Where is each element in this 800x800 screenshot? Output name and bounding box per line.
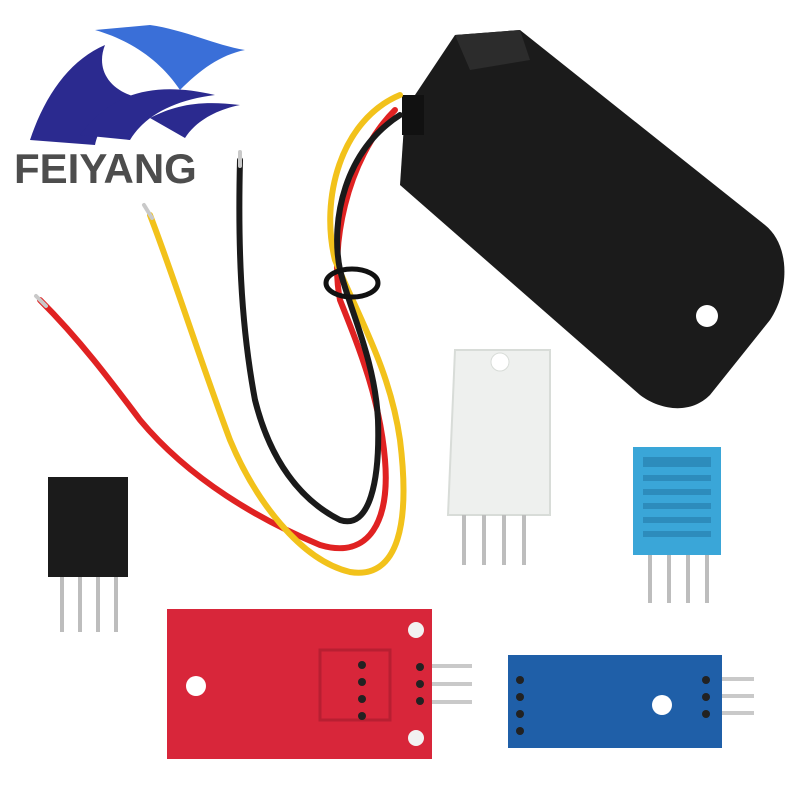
brand-logo-icon: [30, 25, 245, 145]
white-humidity-sensor: [446, 349, 551, 565]
red-sensor-module: [167, 609, 472, 759]
blue-dht-sensor: [633, 447, 721, 603]
sensor-wires: [34, 92, 407, 576]
brand-name: FEIYANG: [14, 145, 197, 192]
black-square-sensor: [48, 477, 128, 632]
black-enclosure-sensor: [400, 30, 785, 409]
blue-sensor-module: [508, 655, 754, 748]
